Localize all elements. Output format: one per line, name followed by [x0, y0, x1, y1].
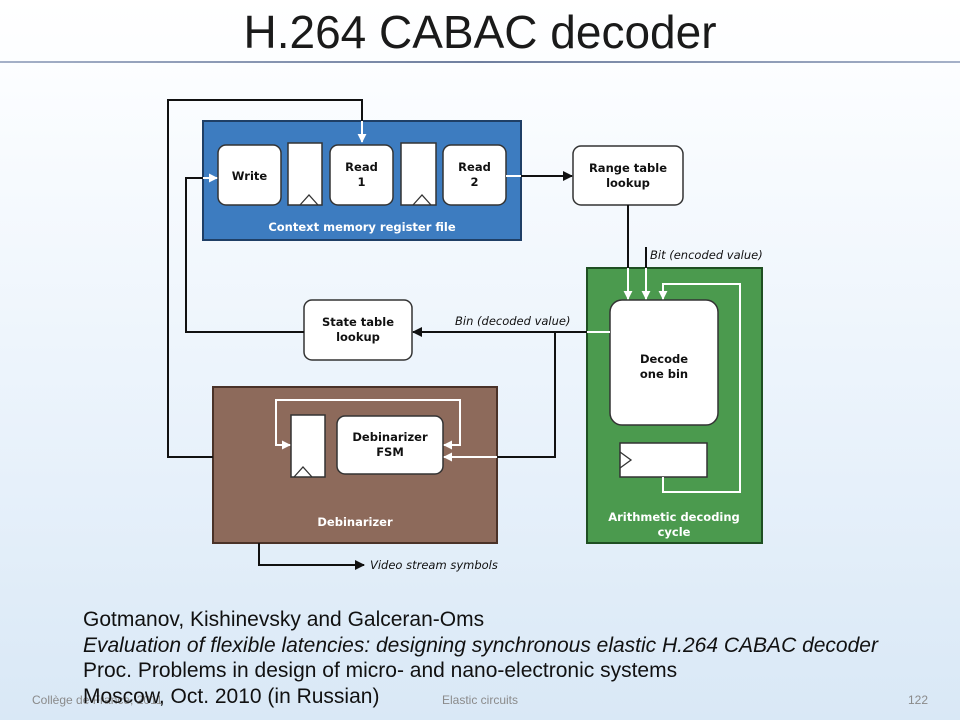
- decode-one-bin-box: [609, 299, 719, 426]
- context-address-feedback-wire: [167, 99, 363, 458]
- arithmetic-state-register: [619, 442, 708, 478]
- debinarizer-fsm-label-line1: Debinarizer: [352, 430, 428, 444]
- register-2: [400, 142, 437, 206]
- state-to-write-wire: [185, 177, 304, 333]
- range-table-label-line1: Range table: [589, 161, 667, 175]
- citation-paper-title: Evaluation of flexible latencies: design…: [83, 633, 878, 657]
- footer-center: Elastic circuits: [441, 693, 518, 707]
- write-port-box: [217, 144, 282, 206]
- read-port-2-label-line2: 2: [470, 175, 478, 189]
- bit-signal-label: Bit (encoded value): [650, 248, 763, 262]
- debinarizer-feedback-loop: [275, 399, 461, 450]
- citation-place-date: Moscow, Oct. 2010 (in Russian): [83, 685, 380, 709]
- register-1: [287, 142, 323, 206]
- debinarizer-label: Debinarizer: [317, 515, 393, 529]
- video-output-arrow: [258, 543, 365, 570]
- citation-authors: Gotmanov, Kishinevsky and Galceran-Oms: [83, 608, 485, 631]
- slide-title: H.264 CABAC decoder: [243, 6, 717, 58]
- read-port-1-box: [329, 144, 394, 206]
- arithmetic-decoding-label-line2: cycle: [658, 525, 691, 539]
- arithmetic-feedback-loop: [658, 283, 741, 493]
- video-output-label: Video stream symbols: [370, 558, 498, 572]
- decode-one-bin-label-line2: one bin: [640, 367, 688, 381]
- write-port-label: Write: [232, 169, 268, 183]
- debinarizer-register-clock-icon: [293, 466, 313, 478]
- bin-signal-label: Bin (decoded value): [455, 314, 570, 328]
- bin-to-debinarizer-wire: [497, 332, 556, 458]
- state-table-label-line1: State table: [322, 315, 394, 329]
- cabac-decoder-diagram: Write Read 1 Read 2 Context memory regis…: [167, 99, 763, 572]
- context-memory-label: Context memory register file: [268, 220, 456, 234]
- title-divider: [0, 61, 960, 63]
- register-1-clock-icon: [299, 194, 319, 206]
- citation: Gotmanov, Kishinevsky and Galceran-Oms E…: [83, 607, 878, 710]
- citation-venue: Proc. Problems in design of micro- and n…: [83, 659, 678, 683]
- page-number: 122: [907, 693, 928, 707]
- read-port-1-label-line2: 1: [357, 175, 365, 189]
- read-port-1-label-line1: Read: [345, 160, 378, 174]
- register-2-clock-icon: [412, 194, 432, 206]
- state-table-label-line2: lookup: [336, 330, 380, 344]
- footer-left: Collège de France, 2011: [32, 693, 163, 707]
- arithmetic-decoding-label-line1: Arithmetic decoding: [608, 510, 740, 524]
- arithmetic-register-clock-icon: [619, 451, 633, 469]
- range-table-label-line2: lookup: [606, 176, 650, 190]
- decode-one-bin-label-line1: Decode: [640, 352, 688, 366]
- debinarizer-register: [290, 414, 326, 478]
- debinarizer-fsm-label-line2: FSM: [376, 445, 404, 459]
- read-port-2-label-line1: Read: [458, 160, 491, 174]
